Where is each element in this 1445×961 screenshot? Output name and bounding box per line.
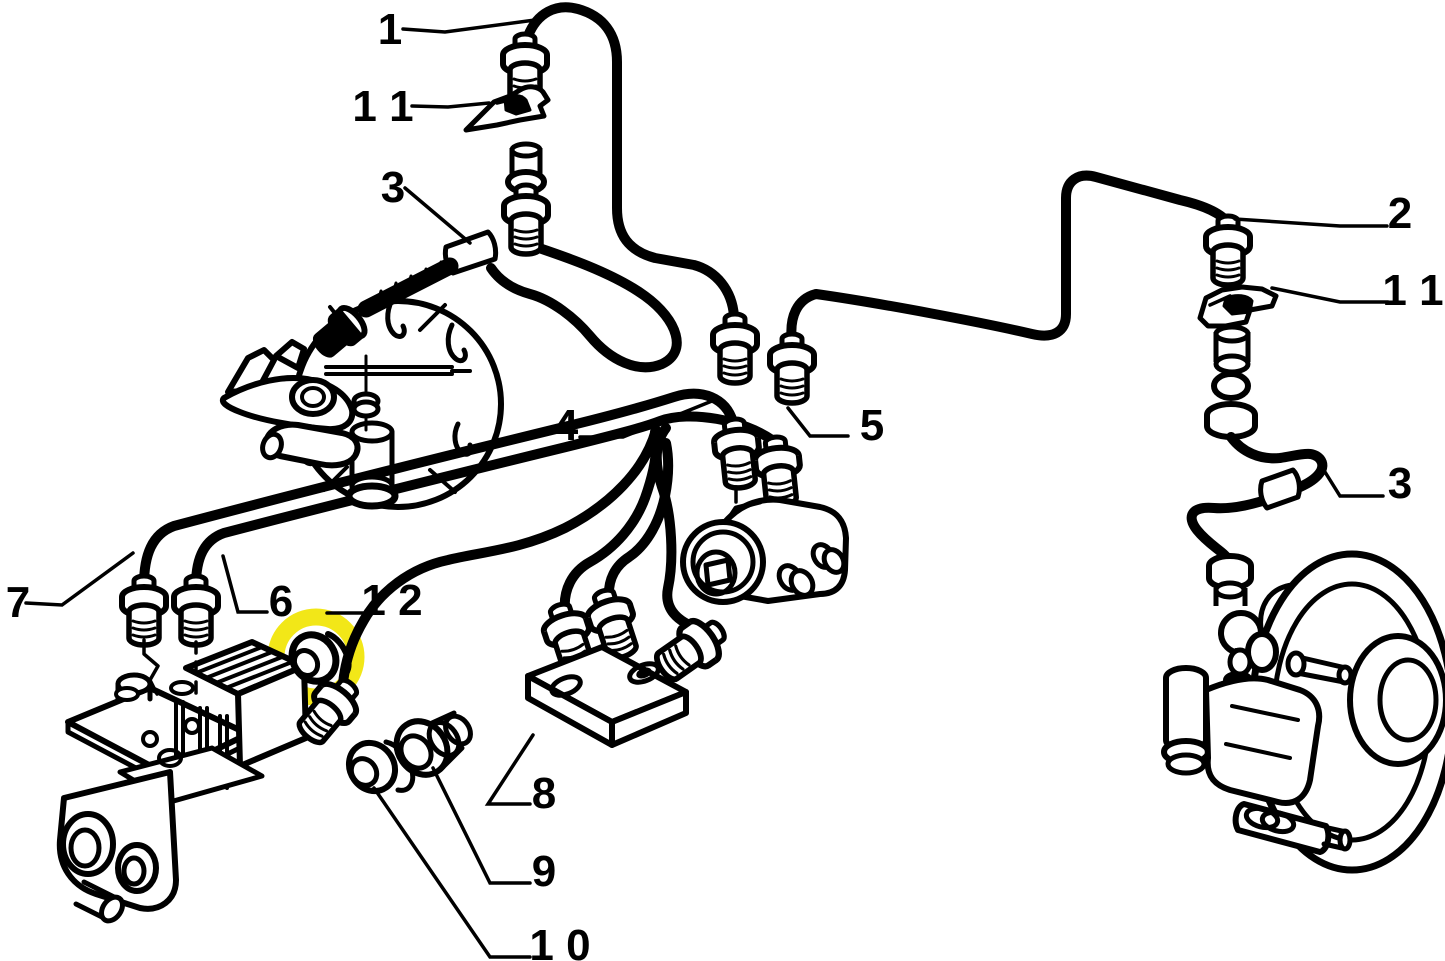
leader-2 xyxy=(1233,217,1389,228)
brake-assembly-left xyxy=(219,297,504,510)
leader-7 xyxy=(24,551,135,607)
pipe-to-junction-b xyxy=(603,438,674,602)
part-label-11-right[interactable]: 1 1 xyxy=(1382,266,1443,315)
junction-block-8 xyxy=(525,644,689,748)
valve-unit xyxy=(680,496,849,605)
part-label-12[interactable]: 1 2 xyxy=(361,576,422,625)
guide-line-a xyxy=(142,638,160,696)
fitting-2 xyxy=(1206,216,1250,285)
union-fitting-left xyxy=(504,141,548,254)
hose-3-right xyxy=(1186,432,1328,696)
leader-9 xyxy=(431,766,532,885)
part-label-1[interactable]: 1 xyxy=(378,5,402,54)
leader-3-right xyxy=(1323,470,1385,498)
pipe-line-4 xyxy=(139,388,738,590)
hydraulic-unit xyxy=(56,639,309,924)
clip-11-right xyxy=(1197,284,1279,329)
grommet-12 xyxy=(288,631,352,685)
part-label-8[interactable]: 8 xyxy=(532,769,556,818)
leader-3-left xyxy=(403,186,472,245)
hose-3-left xyxy=(312,229,682,373)
hose-to-valve-unit xyxy=(651,423,707,635)
part-label-11-left[interactable]: 1 1 xyxy=(352,82,413,131)
leader-11-left xyxy=(410,101,491,109)
part-label-6[interactable]: 6 xyxy=(269,577,293,626)
part-label-7[interactable]: 7 xyxy=(6,578,30,627)
pipe-line-1 xyxy=(523,2,739,321)
brake-assembly-right xyxy=(1161,550,1445,874)
fitting-line-2-end xyxy=(770,334,814,403)
leader-6 xyxy=(221,554,269,614)
pipe-line-2 xyxy=(786,170,1234,346)
pipe-to-grommet-fitting xyxy=(338,425,661,689)
union-fitting-right xyxy=(1204,324,1258,440)
part-label-4[interactable]: 4 xyxy=(554,401,579,450)
leader-4 xyxy=(578,399,714,439)
fitting-7b xyxy=(174,576,218,645)
part-label-2[interactable]: 2 xyxy=(1388,189,1412,238)
clip-11-left xyxy=(463,84,551,133)
part-label-3-right[interactable]: 3 xyxy=(1388,459,1412,508)
part-label-3-left[interactable]: 3 xyxy=(381,163,405,212)
leader-8 xyxy=(484,733,535,806)
fitting-7a xyxy=(122,576,166,645)
part-label-10[interactable]: 1 0 xyxy=(529,921,590,961)
part-label-9[interactable]: 9 xyxy=(532,847,556,896)
part-labels: 1 1 1 3 2 1 1 4 5 3 7 6 1 2 8 9 1 0 xyxy=(6,5,1444,961)
part-label-5[interactable]: 5 xyxy=(860,401,884,450)
leader-5 xyxy=(786,406,850,438)
leader-11-right xyxy=(1270,286,1390,304)
pipe-line-6 xyxy=(191,411,777,590)
leader-10 xyxy=(372,786,532,959)
leader-lines xyxy=(24,18,1390,959)
leader-1 xyxy=(401,18,537,34)
plug-9 xyxy=(393,710,473,778)
fitting-line-1-end xyxy=(713,314,757,383)
